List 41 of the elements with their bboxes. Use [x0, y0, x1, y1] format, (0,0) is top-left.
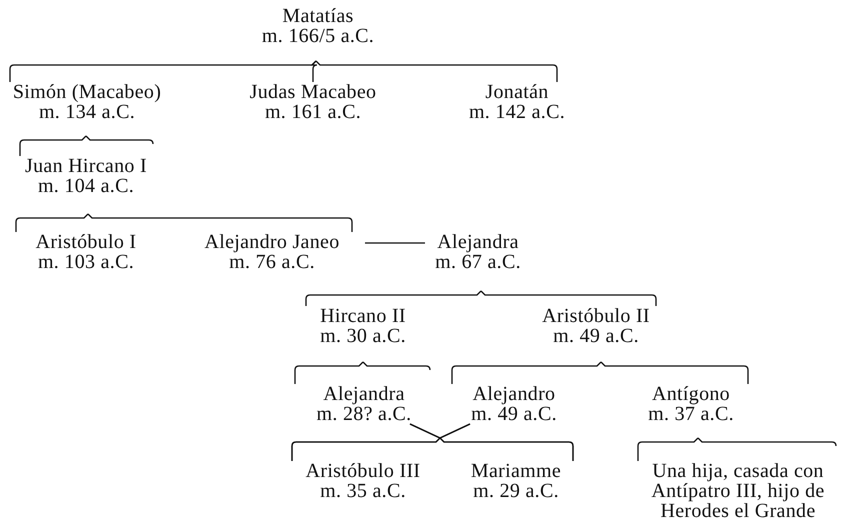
death-date: m. 37 a.C. — [647, 404, 735, 424]
death-date: m. 35 a.C. — [319, 481, 407, 501]
person-name: Alejandra — [436, 232, 520, 252]
person-name: Alejandro — [472, 384, 556, 404]
family-bracket — [637, 437, 837, 462]
death-date: m. 49 a.C. — [470, 404, 558, 424]
family-bracket — [311, 60, 318, 82]
family-bracket — [439, 423, 574, 461]
death-date: m. 103 a.C. — [36, 252, 136, 272]
death-date: m. 30 a.C. — [319, 326, 407, 346]
family-bracket — [315, 60, 558, 82]
death-date: m. 134 a.C. — [38, 102, 136, 122]
death-date: m. 67 a.C. — [434, 252, 522, 272]
person-name: Matatías — [281, 6, 355, 26]
person-name: Juan Hircano I — [24, 156, 148, 176]
person-name: Mariamme — [470, 461, 562, 481]
person-name: Jonatán — [484, 82, 550, 102]
death-date: m. 49 a.C. — [552, 326, 640, 346]
death-date: m. 28? a.C. — [316, 404, 412, 424]
death-date: m. 161 a.C. — [264, 102, 362, 122]
person-name: Aristóbulo II — [541, 306, 651, 326]
person-name: Aristóbulo I — [34, 232, 138, 252]
marriage-line — [365, 242, 425, 244]
person-name: Hircano II — [319, 306, 407, 326]
person-name: Simón (Macabeo) — [12, 82, 162, 102]
person-name: Alejandra — [322, 384, 406, 404]
family-bracket — [87, 213, 353, 232]
death-date: m. 166/5 a.C. — [260, 26, 376, 46]
person-name: Aristóbulo III — [304, 461, 422, 481]
family-bracket — [294, 361, 431, 385]
person-name: Una hija, casada con Antípatro III, hijo de Herodes el Grande — [650, 461, 826, 521]
person-name: Antígono — [651, 384, 731, 404]
family-bracket — [451, 361, 602, 384]
death-date: m. 104 a.C. — [36, 176, 136, 196]
person-name: Judas Macabeo — [248, 82, 378, 102]
family-bracket — [19, 135, 154, 157]
person-name: Alejandro Janeo — [203, 232, 340, 252]
death-date: m. 29 a.C. — [472, 481, 560, 501]
family-bracket — [600, 361, 749, 384]
death-date: m. 142 a.C. — [468, 102, 566, 122]
death-date: m. 76 a.C. — [229, 252, 316, 272]
